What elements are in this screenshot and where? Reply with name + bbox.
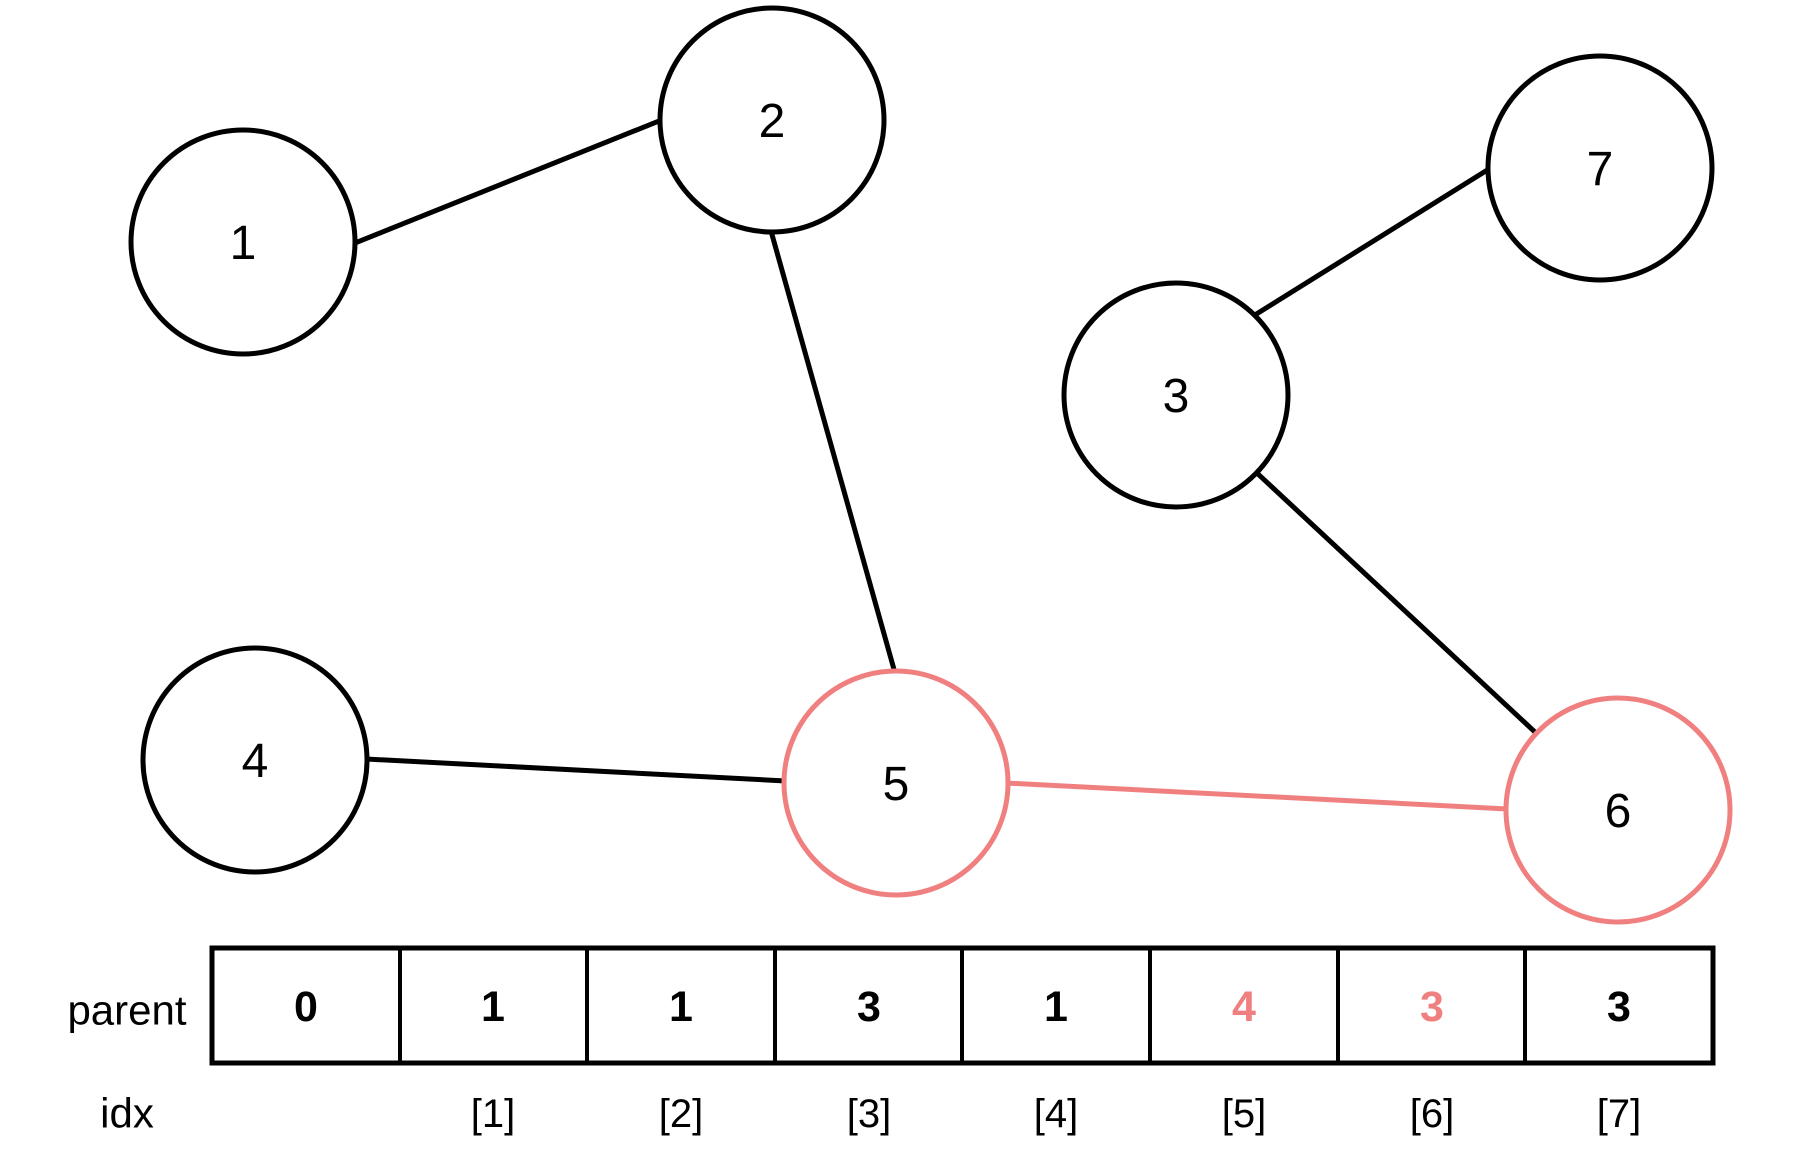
graph-node-1	[128, 127, 358, 357]
parent-array: 0 1 1 3 1 4 3 3	[209, 945, 1716, 1066]
graph-node-label-4: 4	[242, 735, 269, 788]
graph-node-label-3: 3	[1163, 370, 1190, 423]
parent-cell-value-5: 4	[1232, 983, 1256, 1031]
graph-node-7	[1485, 53, 1715, 283]
parent-cell-value-1: 1	[481, 983, 505, 1031]
graph-node-5	[781, 668, 1011, 898]
graph-node-6	[1503, 695, 1733, 925]
parent-cell-value-2: 1	[669, 983, 693, 1031]
idx-label-2: [2]	[659, 1092, 703, 1136]
graph-node-3	[1061, 280, 1291, 510]
graph-edges	[339, 112, 1550, 813]
parent-array-separators	[398, 948, 1527, 1063]
graph-node-2	[657, 5, 887, 235]
parent-cell-value-6: 3	[1420, 983, 1444, 1031]
graph-edge-2-5	[764, 214, 902, 690]
graph-node-4	[140, 645, 370, 875]
idx-label-4: [4]	[1034, 1092, 1078, 1136]
index-row: [1] [2] [3] [4] [5] [6] [7]	[471, 1092, 1641, 1136]
graph-edge-5-6	[989, 779, 1525, 813]
idx-label-6: [6]	[1410, 1092, 1454, 1136]
idx-row-label: idx	[100, 1090, 154, 1137]
graph-edge-3-6	[1244, 461, 1550, 746]
parent-cell-value-7: 3	[1607, 983, 1631, 1031]
idx-label-1: [1]	[471, 1092, 515, 1136]
parent-cell-value-3: 3	[857, 983, 881, 1031]
graph-node-label-5: 5	[883, 758, 910, 811]
graph-node-label-6: 6	[1605, 785, 1632, 838]
parent-cell-value-4: 1	[1044, 983, 1068, 1031]
graph-node-label-7: 7	[1587, 143, 1614, 196]
graph-nodes: 1 2 3 4 5 6 7	[128, 5, 1733, 925]
idx-label-5: [5]	[1222, 1092, 1266, 1136]
parent-row-label: parent	[67, 987, 186, 1034]
graph-edge-1-2	[339, 112, 675, 252]
idx-label-3: [3]	[847, 1092, 891, 1136]
idx-label-7: [7]	[1597, 1092, 1641, 1136]
graph-node-label-2: 2	[759, 95, 786, 148]
graph-node-label-1: 1	[230, 217, 257, 270]
graph-edge-3-7	[1243, 158, 1504, 324]
parent-cell-value-0: 0	[294, 983, 318, 1031]
graph-edge-4-5	[349, 755, 803, 785]
